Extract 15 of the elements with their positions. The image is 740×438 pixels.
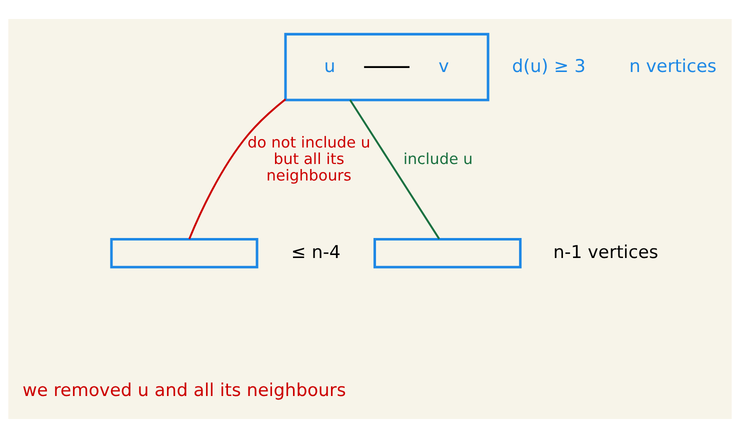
- connector: [349, 100, 440, 240]
- connector: [364, 66, 410, 68]
- node-text: u: [324, 56, 336, 77]
- label: we removed u and all its neighbours: [22, 380, 346, 401]
- connector: [188, 98, 286, 240]
- edge-label: do not include u but all its neighbours: [248, 134, 370, 185]
- node-box: [373, 238, 522, 268]
- node-text: v: [438, 56, 449, 77]
- node-label: n-1 vertices: [553, 242, 658, 263]
- node-label: d(u) ≥ 3: [512, 56, 586, 77]
- cluster: [284, 32, 490, 102]
- edge-label: include u: [403, 150, 473, 168]
- node-label: ≤ n-4: [291, 242, 341, 263]
- node-box: [110, 238, 258, 268]
- node-label: n vertices: [629, 56, 716, 77]
